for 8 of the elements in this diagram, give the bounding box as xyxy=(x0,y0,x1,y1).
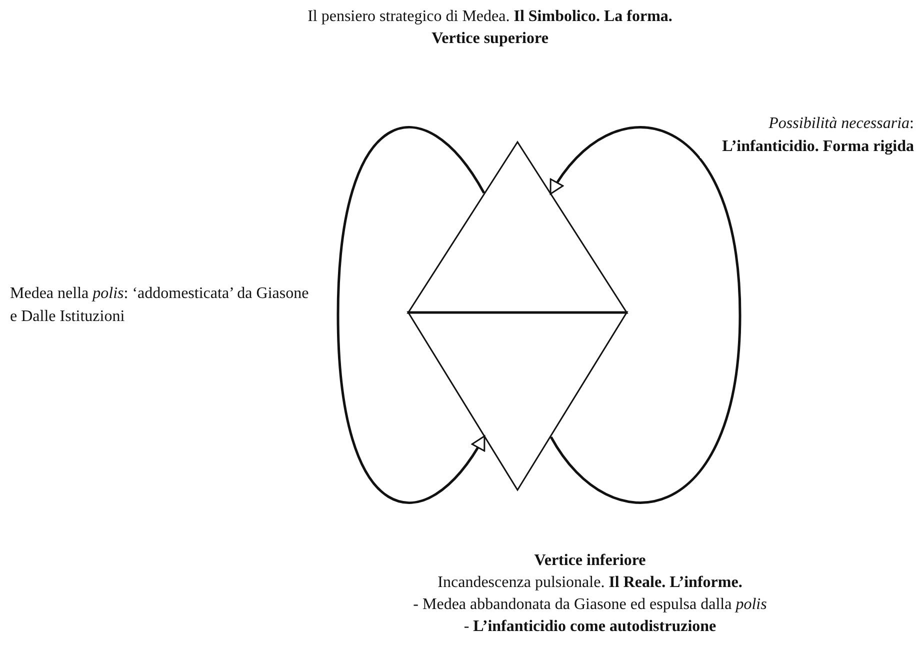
list-item-text: - L’infanticidio come autodistruzione xyxy=(462,617,718,637)
curved-arrow xyxy=(550,126,742,504)
description-text: Incandescenza pulsionale. Il Reale. L’informe. xyxy=(436,573,744,593)
heading-text: Vertice superiore xyxy=(430,29,550,49)
heading-text: Il pensiero strategico di Medea. Il Simbolico. La forma. xyxy=(306,7,674,27)
heading-text: Vertice inferiore xyxy=(533,551,647,571)
list-item-text: - Medea abbandonata da Giasone ed espulsa dalla polis xyxy=(412,595,768,615)
curved-arrow xyxy=(336,126,486,504)
